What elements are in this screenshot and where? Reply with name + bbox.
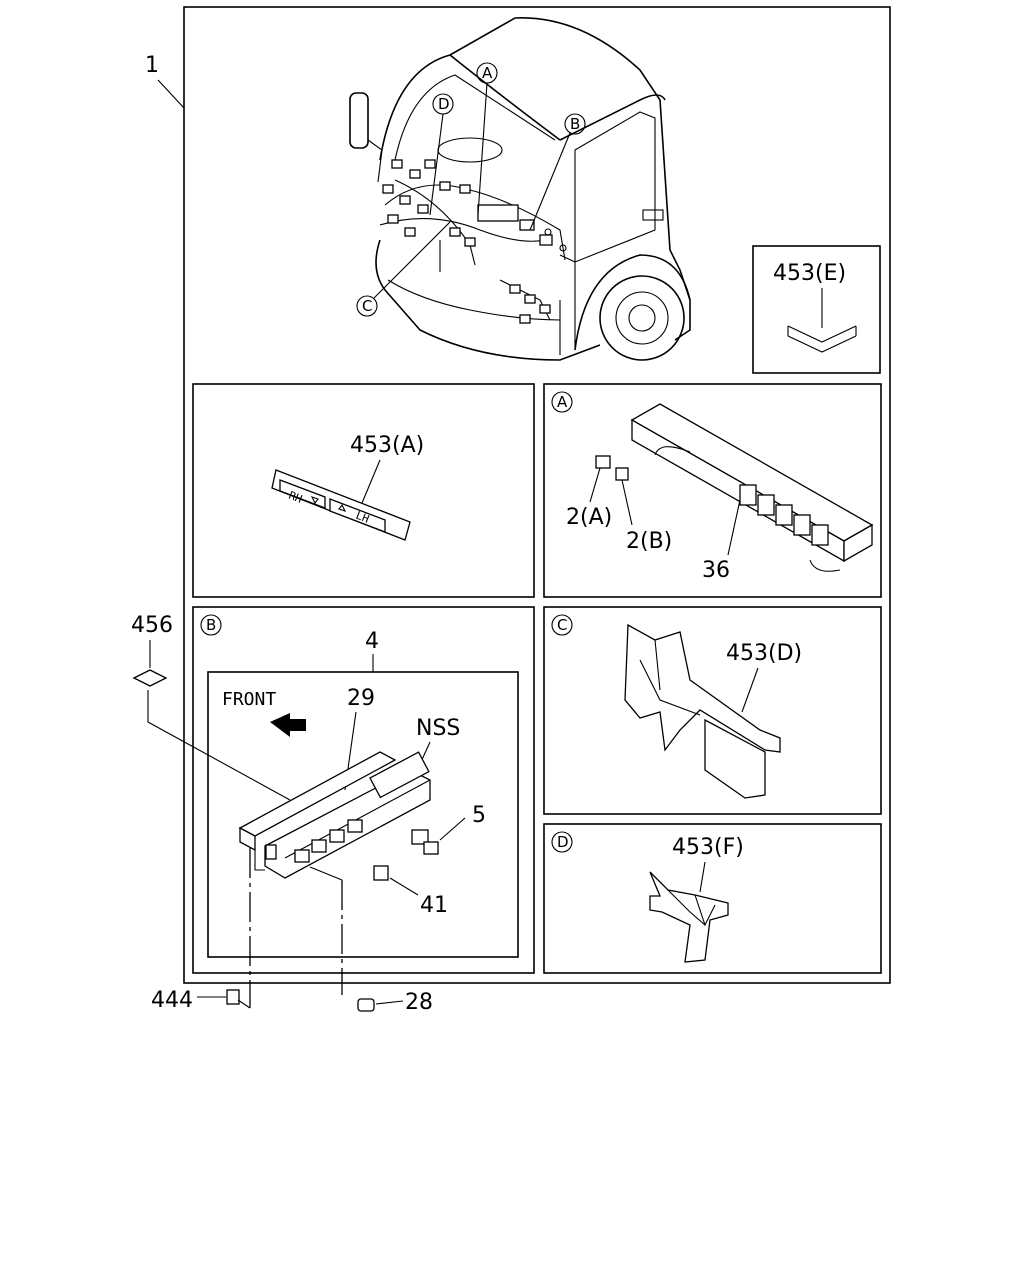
label-2b: 2(B) — [626, 529, 672, 554]
part-2b — [615, 467, 629, 481]
lh-text: LH — [354, 509, 371, 526]
label-4: 4 — [365, 629, 379, 654]
label-28: 28 — [405, 990, 433, 1015]
callout-circle-c — [356, 295, 378, 317]
panel-d-tag: D — [557, 833, 569, 851]
callout-a: A — [482, 64, 493, 82]
label-41: 41 — [420, 893, 448, 918]
front-arrow-icon — [270, 713, 306, 737]
label-nss: NSS — [416, 716, 460, 741]
panel-a — [543, 383, 882, 598]
part-453f-bracket — [649, 871, 729, 963]
label-36: 36 — [702, 558, 730, 583]
label-456: 456 — [131, 613, 173, 638]
callout-circle-b — [564, 113, 586, 135]
part-444 — [226, 989, 240, 1005]
leader-1 — [157, 79, 185, 109]
callout-b: B — [570, 115, 580, 133]
label-5: 5 — [472, 803, 486, 828]
callout-1: 1 — [145, 53, 159, 78]
label-front: FRONT — [222, 689, 276, 710]
panel-c-tag: C — [557, 616, 567, 634]
truck-cab-illustration — [349, 17, 691, 361]
part-5 — [411, 829, 429, 845]
part-36-relay-block — [630, 403, 874, 572]
callout-d: D — [438, 95, 450, 113]
panel-a-tag: A — [557, 393, 568, 411]
label-29: 29 — [347, 686, 375, 711]
outer-frame — [183, 6, 891, 984]
panel-b-inner — [207, 671, 519, 958]
rh-text: RH — [287, 489, 304, 506]
callout-c: C — [362, 297, 372, 315]
label-453d: 453(D) — [726, 641, 802, 666]
part-456 — [132, 669, 168, 687]
panel-453e — [752, 245, 881, 374]
panel-c — [543, 606, 882, 815]
label-453e: 453(E) — [773, 261, 846, 286]
part-4-fuse-box — [238, 751, 431, 879]
part-41 — [373, 865, 389, 881]
part-28 — [357, 998, 375, 1012]
panel-b — [192, 606, 535, 974]
label-453f: 453(F) — [672, 835, 744, 860]
part-2a — [595, 455, 611, 469]
panel-d — [543, 823, 882, 974]
panel-453a — [192, 383, 535, 598]
part-453e-clip — [787, 325, 857, 353]
part-453d-cover — [624, 623, 781, 799]
label-444: 444 — [151, 988, 193, 1013]
part-453a-marker: RH LH — [271, 469, 411, 541]
label-453a: 453(A) — [350, 433, 424, 458]
panel-b-tag: B — [206, 616, 216, 634]
label-2a: 2(A) — [566, 505, 612, 530]
